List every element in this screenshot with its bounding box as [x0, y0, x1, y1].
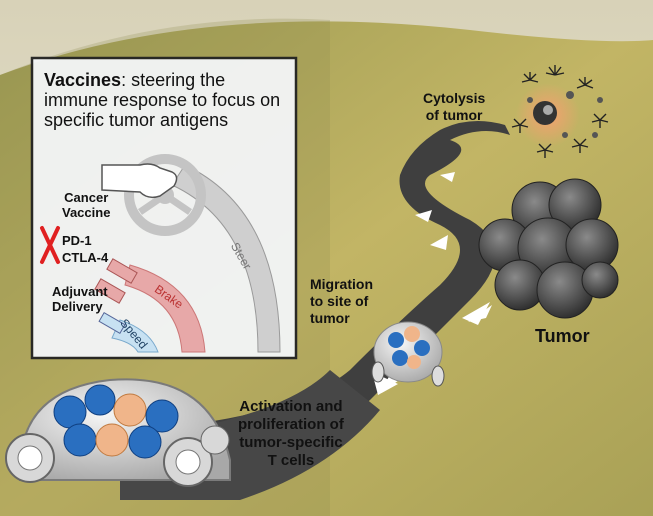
cytolysis-label: Cytolysis of tumor — [423, 90, 486, 123]
activation-label: Activation and proliferation of tumor-sp… — [238, 398, 344, 469]
hand-icon — [101, 163, 178, 199]
inset-title-bold: Vaccines — [44, 70, 122, 90]
brake-pedal-icon — [94, 258, 138, 304]
inset-title: Vaccines: steering the immune response t… — [44, 70, 284, 130]
car-icon — [371, 321, 445, 387]
car-icon-large — [5, 378, 231, 487]
arrow-icon — [372, 172, 492, 395]
speed-pedal-icon — [98, 311, 126, 335]
cancer-vaccine-label: Cancer Vaccine — [62, 190, 111, 220]
tumor-label: Tumor — [535, 326, 590, 346]
adjuvant-delivery-label: Adjuvant Delivery — [52, 284, 108, 314]
inset-title-rest: : steering the immune response to focus … — [44, 70, 281, 130]
cytolysis-burst-icon — [511, 65, 609, 158]
steer-arc — [171, 164, 281, 353]
tumor-icon — [478, 178, 619, 319]
brake-arc — [124, 264, 206, 353]
road — [130, 121, 510, 470]
ctla4-label: CTLA-4 — [62, 250, 109, 265]
migration-label: Migration to site of tumor — [310, 276, 373, 326]
red-x-icon — [40, 226, 60, 264]
pd1-label: PD-1 — [62, 233, 92, 248]
